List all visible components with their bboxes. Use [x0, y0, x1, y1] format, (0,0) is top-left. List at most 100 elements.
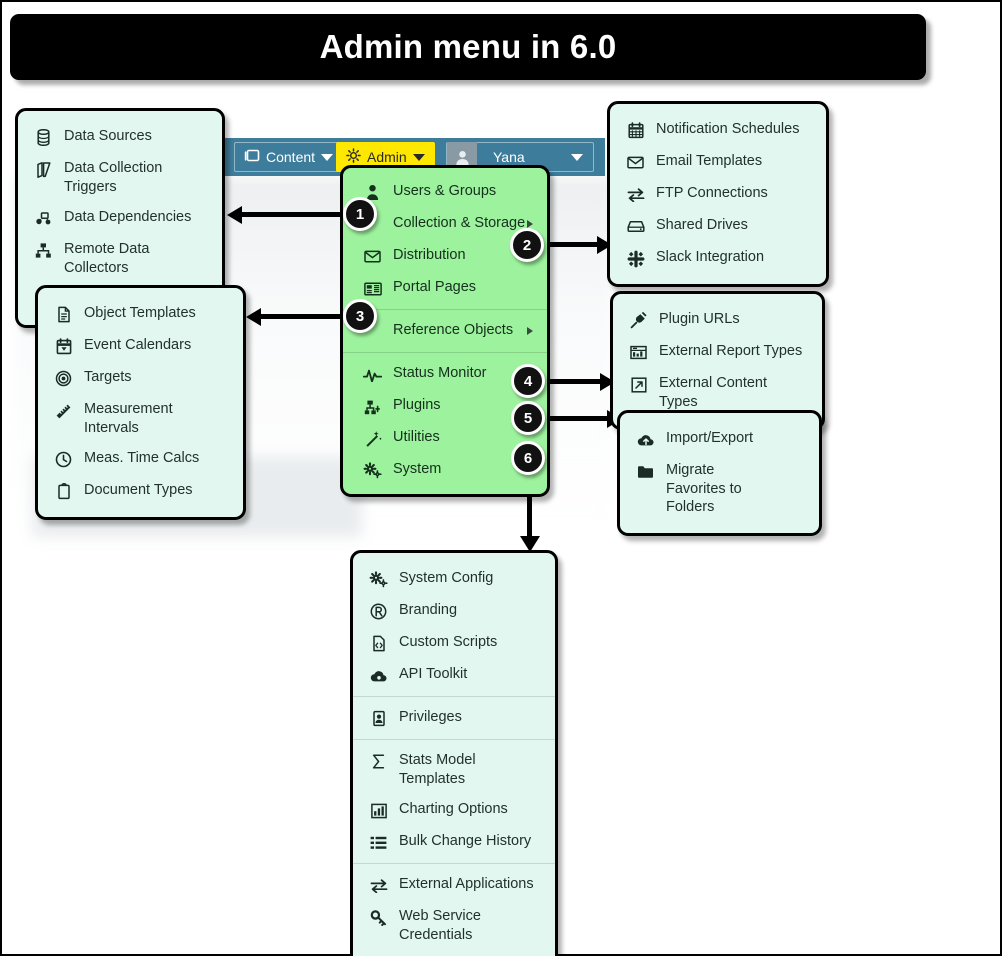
calendar-grid-icon [626, 121, 645, 140]
dependencies-icon [34, 209, 53, 228]
menu-item-data-sources[interactable]: Data Sources [18, 121, 222, 153]
slack-icon [626, 249, 645, 268]
menu-item-slack-integration[interactable]: Slack Integration [610, 242, 826, 274]
menu-item-stats-model-templates[interactable]: Stats Model Templates [353, 745, 555, 794]
menu-item-email-templates[interactable]: Email Templates [610, 146, 826, 178]
id-badge-icon [369, 709, 388, 728]
menu-item-targets[interactable]: Targets [38, 362, 243, 394]
clipboard-icon [54, 482, 73, 501]
menu-item-label: Object Templates [84, 305, 196, 321]
menu-item-shared-drives[interactable]: Shared Drives [610, 210, 826, 242]
page-title: Admin menu in 6.0 [319, 28, 617, 65]
portal-page-icon [363, 279, 382, 298]
menu-item-label: Branding [399, 602, 458, 618]
badge-4: 4 [511, 364, 545, 398]
menu-item-utilities[interactable]: Utilities [343, 422, 547, 454]
envelope-icon [626, 153, 645, 172]
gears-icon [369, 570, 388, 589]
badge-label: 5 [523, 409, 533, 427]
menu-item-charting-options[interactable]: Charting Options [353, 794, 555, 826]
menu-item-import-export[interactable]: Import/Export [620, 423, 819, 455]
menu-item-migrate-favorites-to-folders[interactable]: Migrate Favorites to Folders [620, 455, 790, 523]
sitemap-icon [34, 241, 53, 260]
menu-item-system[interactable]: System [343, 454, 547, 486]
menu-item-ftp-connections[interactable]: FTP Connections [610, 178, 826, 210]
menu-item-web-service-credentials[interactable]: Web Service Credentials [353, 901, 555, 950]
key-icon [369, 908, 388, 927]
chevron-down-icon [412, 153, 425, 161]
menu-item-document-types[interactable]: Document Types [38, 475, 243, 507]
menu-item-label: Measurement Intervals [84, 401, 173, 436]
menu-item-reference-objects[interactable]: Reference Objects [343, 315, 547, 347]
menu-item-label: External Report Types [659, 343, 803, 359]
menu-item-external-report-types[interactable]: External Report Types [613, 336, 822, 368]
hard-drive-icon [626, 217, 645, 236]
menu-item-label: Data Dependencies [64, 209, 192, 226]
plug-icon [629, 311, 648, 330]
menu-item-notification-schedules[interactable]: Notification Schedules [610, 114, 826, 146]
menu-item-system-config[interactable]: System Config [353, 563, 555, 595]
menu-item-remote-data-collectors[interactable]: Remote Data Collectors [18, 234, 222, 283]
menu-item-branding[interactable]: Branding [353, 595, 555, 627]
panel-distribution: Notification Schedules Email Templates F… [607, 101, 829, 287]
badge-label: 3 [355, 307, 365, 325]
menu-item-label: Plugin URLs [659, 311, 740, 327]
menu-item-data-dependencies[interactable]: Data Dependencies [18, 202, 222, 234]
menu-item-api-toolkit[interactable]: API Toolkit [353, 659, 555, 691]
menu-item-label: Document Types [84, 482, 193, 499]
exchange-icon [626, 185, 645, 204]
menu-item-privileges[interactable]: Privileges [353, 702, 555, 734]
menu-item-label: Bulk Change History [399, 833, 532, 850]
menu-item-external-applications[interactable]: External Applications [353, 869, 555, 901]
menu-item-distribution[interactable]: Distribution [343, 240, 547, 272]
menu-item-portal-pages[interactable]: Portal Pages [343, 272, 547, 304]
menu-item-label: Reference Objects [393, 322, 514, 338]
menu-separator [343, 309, 547, 310]
menu-item-collection-storage[interactable]: Collection & Storage [343, 208, 547, 240]
menu-item-label: Targets [84, 369, 132, 385]
menu-item-custom-scripts[interactable]: Custom Scripts [353, 627, 555, 659]
nav-admin-label: Admin [367, 149, 407, 165]
menu-item-users-groups[interactable]: Users & Groups [343, 176, 547, 208]
report-icon [629, 343, 648, 362]
menu-item-label: Users & Groups [393, 183, 497, 199]
menu-item-label: API Toolkit [399, 666, 468, 682]
menu-item-object-templates[interactable]: Object Templates [38, 298, 243, 330]
badge-2: 2 [510, 228, 544, 262]
menu-item-label: Import/Export [666, 430, 754, 446]
menu-item-plugins[interactable]: Plugins [343, 390, 547, 422]
menu-separator [353, 863, 555, 865]
calendar-icon [54, 337, 73, 356]
wand-icon [363, 429, 382, 448]
nav-user-label: Yana [493, 149, 525, 165]
badge-label: 4 [523, 372, 533, 390]
menu-item-meas-time-calcs[interactable]: Meas. Time Calcs [38, 443, 243, 475]
chevron-right-icon [527, 327, 533, 335]
menu-item-label: Email Templates [656, 153, 763, 169]
menu-item-status-monitor[interactable]: Status Monitor [343, 358, 547, 390]
menu-item-measurement-intervals[interactable]: Measurement Intervals [38, 394, 243, 443]
menu-item-label: Utilities [393, 429, 440, 445]
menu-item-label: External Content Types [659, 375, 768, 410]
menu-item-bulk-change-history[interactable]: Bulk Change History [353, 826, 555, 858]
menu-item-ext-service-credentials[interactable]: Ext. Service Credentials [353, 950, 555, 956]
menu-item-label: Plugins [393, 397, 441, 413]
menu-item-external-content-types[interactable]: External Content Types [613, 368, 822, 417]
plugin-icon [363, 397, 382, 416]
folder-icon [244, 148, 260, 166]
database-icon [34, 128, 53, 147]
menu-item-label: Data Sources [64, 128, 152, 144]
arrow-system [520, 474, 540, 552]
menu-item-label: Event Calendars [84, 337, 192, 353]
menu-item-plugin-urls[interactable]: Plugin URLs [613, 304, 822, 336]
menu-item-event-calendars[interactable]: Event Calendars [38, 330, 243, 362]
arrow-plugins [550, 373, 615, 391]
external-link-icon [629, 375, 648, 394]
menu-item-data-collection-triggers[interactable]: Data Collection Triggers [18, 153, 222, 202]
menu-item-label: External Applications [399, 876, 534, 893]
sigma-icon [369, 752, 388, 771]
bar-chart-icon [369, 801, 388, 820]
cloud-icon [369, 666, 388, 685]
nav-button-content[interactable]: Content [234, 142, 344, 172]
